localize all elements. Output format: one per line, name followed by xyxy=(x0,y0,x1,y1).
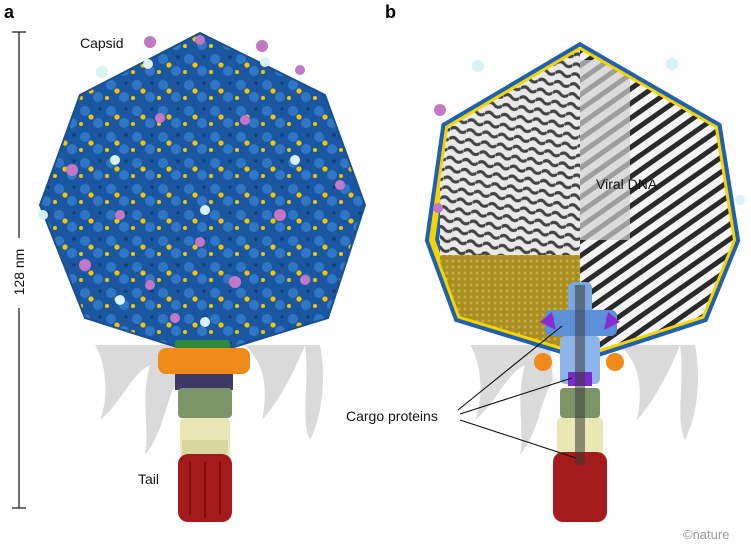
capsid-label: Capsid xyxy=(80,35,124,51)
scale-bar xyxy=(11,31,27,509)
scale-bar-label: 128 nm xyxy=(11,248,27,296)
cargo-proteins-label: Cargo proteins xyxy=(346,408,438,424)
tail-label: Tail xyxy=(138,471,160,487)
nature-credit: ©nature xyxy=(683,527,730,542)
panel-a-letter: a xyxy=(4,2,15,22)
tail-a xyxy=(158,340,250,522)
tail-fibers-b xyxy=(470,345,698,455)
capsid-b xyxy=(424,41,745,362)
panel-b-letter: b xyxy=(385,2,396,22)
portal-core-b xyxy=(534,282,624,522)
cargo-callout-lines xyxy=(457,325,577,459)
viral-dna-label: Viral DNA xyxy=(596,176,658,192)
capsid-a xyxy=(38,31,367,358)
tail-fibers-a xyxy=(95,345,323,455)
